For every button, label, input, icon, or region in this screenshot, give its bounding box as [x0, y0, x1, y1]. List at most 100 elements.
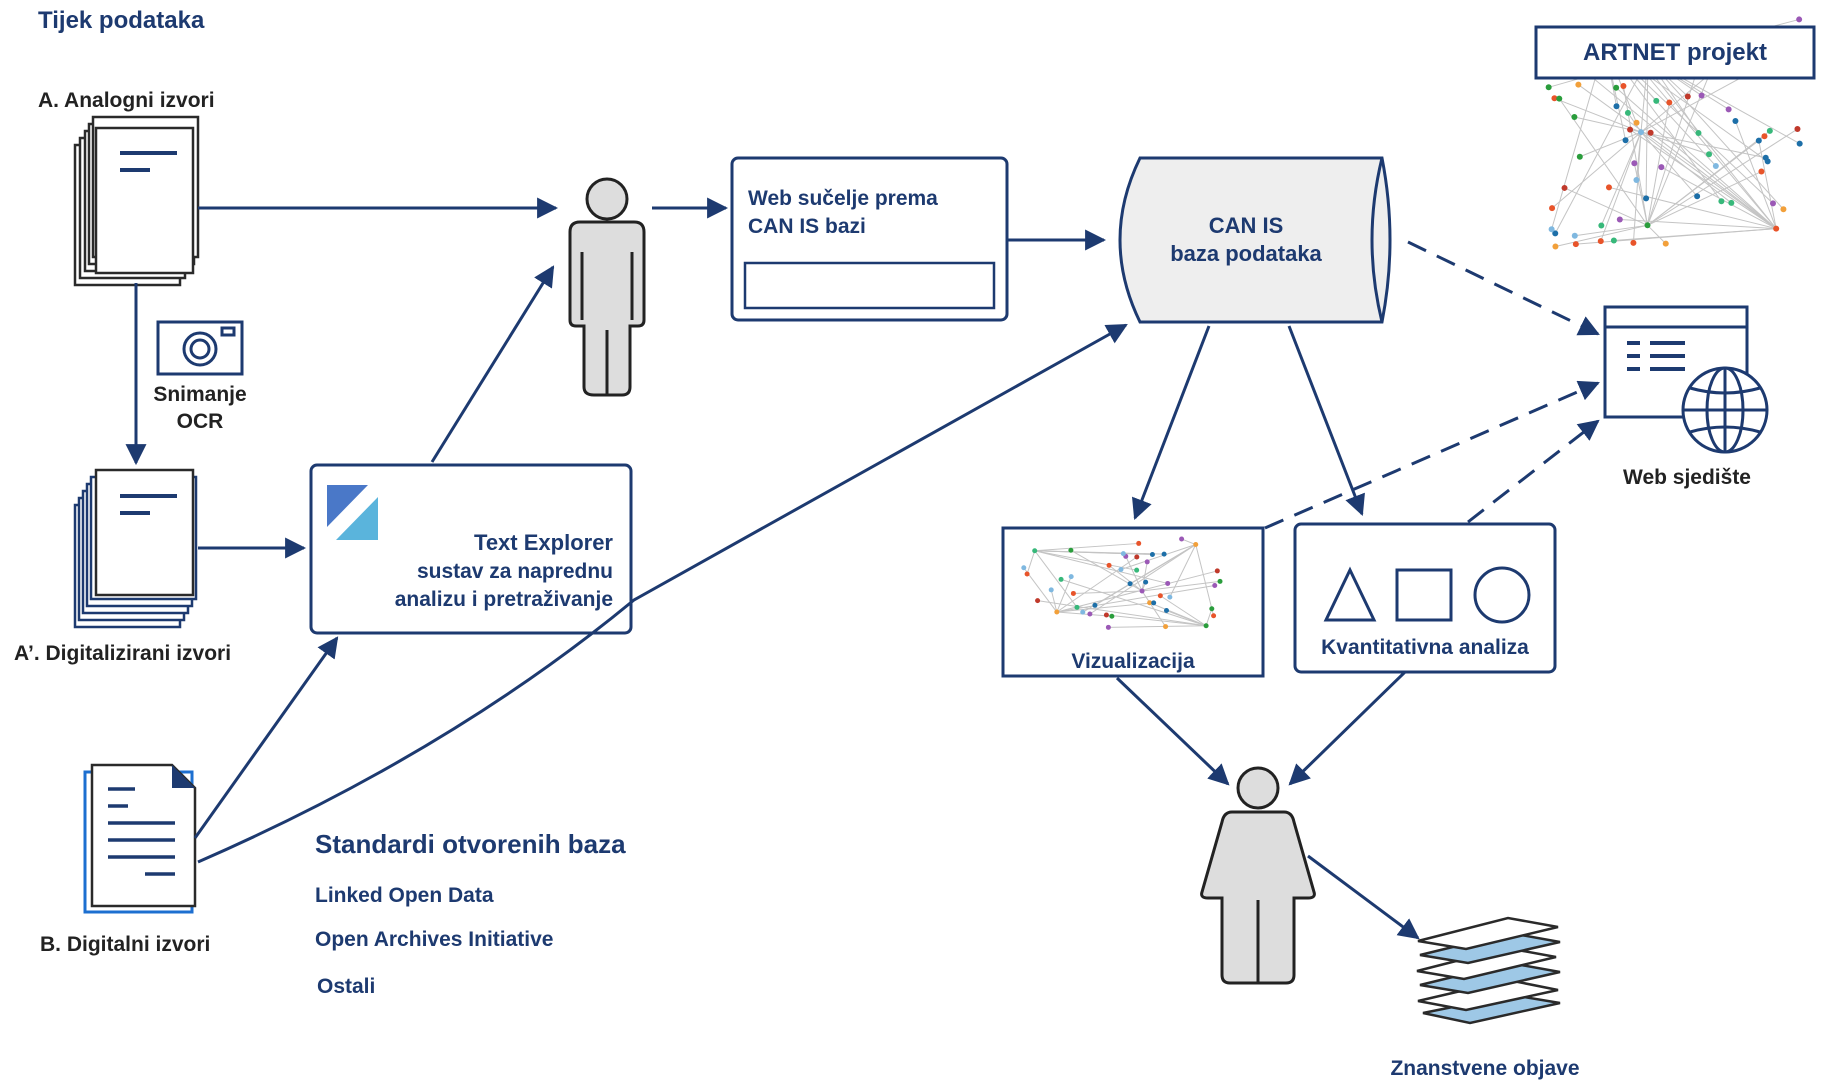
network-node [1712, 162, 1719, 169]
network-node [1551, 95, 1558, 102]
network-node [1163, 607, 1169, 613]
network-node [1143, 579, 1149, 585]
network-node [1105, 624, 1111, 630]
network-edge [1089, 544, 1197, 615]
network-node [1163, 624, 1169, 630]
network-node [1653, 97, 1660, 104]
network-node [1662, 240, 1669, 247]
network-node [1728, 199, 1735, 206]
network-node [1549, 205, 1556, 212]
network-edge [1056, 556, 1138, 613]
network-node [1616, 216, 1623, 223]
network-node [1127, 581, 1133, 587]
network-node [1217, 578, 1223, 584]
network-node [1633, 119, 1640, 126]
network-edge [1169, 544, 1197, 598]
network-edge [1640, 131, 1710, 155]
camera-icon [156, 320, 244, 376]
publications-books-icon [1416, 916, 1561, 1025]
network-node [1755, 137, 1762, 144]
artnet-project-label: ARTNET projekt [1583, 39, 1767, 66]
network-node [1698, 92, 1705, 99]
network-node [1796, 16, 1803, 23]
network-edge [1141, 561, 1148, 592]
triangle-shape-icon [1323, 566, 1377, 622]
network-node [1576, 153, 1583, 160]
arrow-visualization-to-researcher [1115, 676, 1230, 786]
text-explorer-box: Text Explorer sustav za naprednu analizu… [309, 463, 633, 635]
network-edge [1056, 602, 1154, 613]
network-edge [1166, 610, 1207, 627]
network-node [1058, 576, 1064, 582]
arrow-digital-to-text-explorer [193, 636, 339, 839]
network-node [1647, 129, 1654, 136]
network-node [1666, 99, 1673, 106]
network-node [1048, 587, 1054, 593]
network-edge [1758, 140, 1777, 229]
text-explorer-logo-icon [327, 485, 378, 540]
network-edge [1647, 58, 1784, 210]
network-node [1545, 84, 1552, 91]
network-node [1796, 140, 1803, 147]
network-node [1211, 613, 1217, 619]
network-node [1764, 158, 1771, 165]
network-node [1203, 623, 1209, 629]
network-edge [1647, 66, 1699, 226]
network-edge [1050, 589, 1058, 613]
network-node [1035, 598, 1041, 604]
network-edge [1108, 564, 1143, 592]
network-node [1548, 226, 1555, 233]
network-node [1103, 612, 1109, 618]
network-node [1575, 81, 1582, 88]
network-node [1695, 130, 1702, 137]
network-node [1134, 567, 1140, 573]
web-interface-box: Web sučelje prema CAN IS bazi [730, 156, 1009, 322]
network-edge [1567, 56, 1777, 229]
network-edge [1640, 131, 1698, 197]
dashed-arrow-quantitative-to-website [1467, 419, 1600, 524]
network-node [1149, 551, 1155, 557]
network-node [1766, 127, 1773, 134]
network-node [1561, 184, 1568, 191]
network-edge [1632, 132, 1642, 243]
network-node [1024, 571, 1030, 577]
database-label-line2: baza podataka [1170, 241, 1322, 266]
network-node [1054, 609, 1060, 615]
network-edge [1120, 544, 1196, 570]
network-node [1761, 133, 1768, 140]
network-edge [1060, 578, 1207, 627]
network-node [1613, 103, 1620, 110]
network-node [1080, 609, 1086, 615]
network-edge [1554, 58, 1649, 234]
standard-open-archives-initiative: Open Archives Initiative [315, 928, 553, 951]
visualization-box: Vizualizacija [1001, 526, 1265, 678]
network-node [1147, 600, 1153, 606]
network-edge [1056, 570, 1218, 613]
network-node [1068, 574, 1074, 580]
network-node [1613, 84, 1620, 91]
network-node [1571, 114, 1578, 121]
network-edge [1578, 84, 1777, 229]
network-edge [1613, 228, 1777, 241]
network-edge [1554, 97, 1642, 133]
network-edge [1574, 224, 1648, 237]
network-edge [1195, 544, 1215, 616]
network-node [1167, 594, 1173, 600]
network-edge [1600, 131, 1642, 226]
network-node [1109, 613, 1115, 619]
network-edge [1037, 600, 1207, 627]
digital-sources-label: B. Digitalni izvori [40, 933, 210, 956]
network-node [1193, 542, 1199, 548]
network-node [1638, 129, 1645, 136]
arrow-researcher-to-publications [1307, 854, 1420, 940]
network-node [1684, 93, 1691, 100]
website-label: Web sjedište [1623, 466, 1751, 489]
network-edge [1551, 131, 1642, 209]
canis-database-cylinder: CAN IS baza podataka [1118, 156, 1392, 324]
network-node [1627, 126, 1634, 133]
network-node [1209, 606, 1215, 612]
network-node [1605, 184, 1612, 191]
database-label-line1: CAN IS [1209, 213, 1284, 238]
network-edge [1108, 625, 1207, 628]
